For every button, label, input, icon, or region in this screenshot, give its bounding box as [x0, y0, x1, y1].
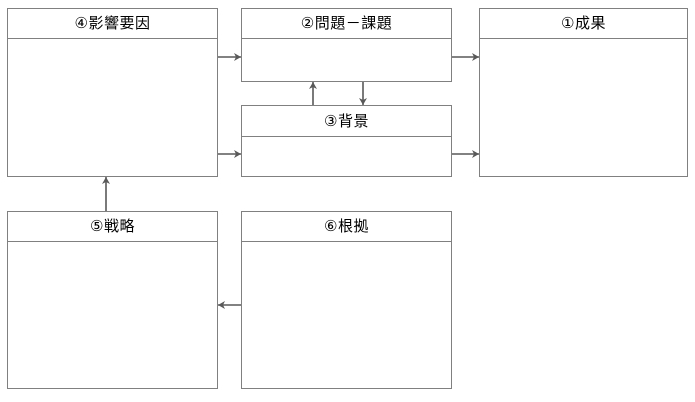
- arrow-strategy-to-influencing: [102, 177, 110, 211]
- arrow-rationale-to-strategy: [218, 301, 241, 309]
- arrow-influencing-to-background: [218, 150, 241, 158]
- box-strategy[interactable]: ⑤戦略: [7, 211, 218, 389]
- box-outcome-title: ①成果: [480, 9, 687, 39]
- box-rationale-body[interactable]: [242, 242, 451, 388]
- box-background[interactable]: ③背景: [241, 105, 452, 177]
- arrow-influencing-to-problem: [218, 53, 241, 61]
- arrow-background-to-outcome: [452, 150, 479, 158]
- box-influencing-factors-title: ④影響要因: [8, 9, 217, 39]
- box-background-body[interactable]: [242, 137, 451, 176]
- box-outcome-body[interactable]: [480, 39, 687, 176]
- box-rationale-title: ⑥根拠: [242, 212, 451, 242]
- box-background-title: ③背景: [242, 106, 451, 137]
- arrow-background-to-problem: [309, 82, 317, 105]
- arrow-problem-to-background: [359, 82, 367, 105]
- arrow-problem-to-outcome: [452, 53, 479, 61]
- box-rationale[interactable]: ⑥根拠: [241, 211, 452, 389]
- box-outcome[interactable]: ①成果: [479, 8, 688, 177]
- box-strategy-body[interactable]: [8, 242, 217, 388]
- box-problem-issue[interactable]: ②問題－課題: [241, 8, 452, 82]
- box-strategy-title: ⑤戦略: [8, 212, 217, 242]
- box-influencing-factors-body[interactable]: [8, 39, 217, 176]
- box-influencing-factors[interactable]: ④影響要因: [7, 8, 218, 177]
- box-problem-issue-title: ②問題－課題: [242, 9, 451, 39]
- box-problem-issue-body[interactable]: [242, 39, 451, 81]
